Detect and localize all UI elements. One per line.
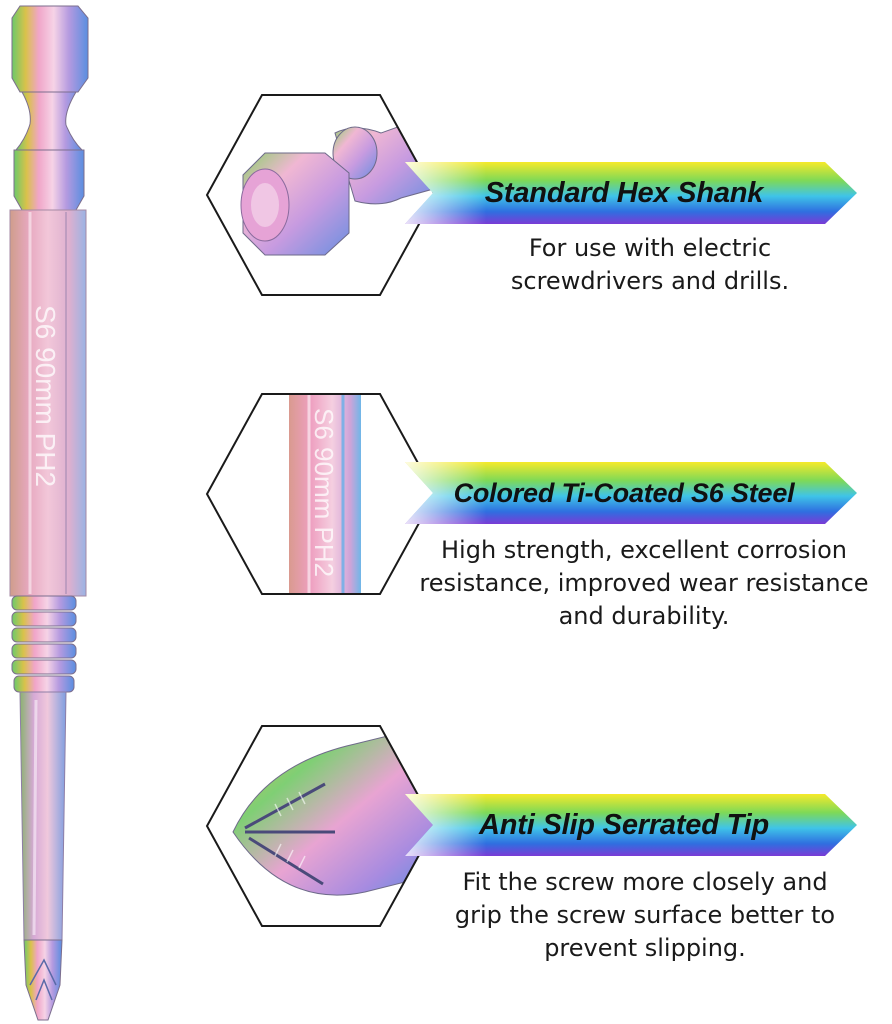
rainbow-banner-shape bbox=[405, 462, 857, 524]
feature-description: For use with electric screwdrivers and d… bbox=[440, 232, 860, 298]
feature-banner: Anti Slip Serrated Tip bbox=[405, 794, 857, 856]
feature-title: Colored Ti-Coated S6 Steel bbox=[453, 477, 795, 508]
feature-description: High strength, excellent corrosion resis… bbox=[398, 534, 890, 633]
hex-inset-tip bbox=[205, 724, 437, 928]
feature-banner: Colored Ti-Coated S6 Steel bbox=[405, 462, 857, 524]
svg-text:S6 90mm PH2: S6 90mm PH2 bbox=[309, 408, 339, 577]
rainbow-banner-shape bbox=[405, 794, 857, 856]
description-line: Fit the screw more closely and bbox=[462, 868, 828, 896]
feature-description: Fit the screw more closely and grip the … bbox=[420, 866, 870, 965]
feature-title: Standard Hex Shank bbox=[484, 176, 764, 209]
bit-hex-top bbox=[11, 5, 89, 93]
description-line: High strength, excellent corrosion bbox=[441, 536, 847, 564]
description-line: prevent slipping. bbox=[544, 934, 746, 962]
bit-tip bbox=[23, 939, 63, 1021]
bit-groove bbox=[14, 91, 84, 151]
description-line: For use with electric bbox=[528, 234, 772, 262]
feature-title: Anti Slip Serrated Tip bbox=[479, 808, 769, 841]
feature-banner: Standard Hex Shank bbox=[405, 162, 857, 224]
bit-ribs bbox=[11, 595, 77, 693]
description-line: resistance, improved wear resistance bbox=[419, 569, 869, 597]
hex-inset-steel: S6 90mm PH2 bbox=[205, 392, 437, 596]
bit-shaft bbox=[19, 691, 67, 941]
description-line: and durability. bbox=[558, 602, 730, 630]
description-line: screwdrivers and drills. bbox=[510, 267, 790, 295]
hex-inset-shank bbox=[205, 93, 437, 297]
bit-engraving: S6 90mm PH2 bbox=[30, 305, 61, 487]
description-line: grip the screw surface better to bbox=[454, 901, 836, 929]
screwdriver-bit-image: S6 90mm PH2 bbox=[9, 5, 89, 1021]
rainbow-banner-shape bbox=[405, 162, 857, 224]
